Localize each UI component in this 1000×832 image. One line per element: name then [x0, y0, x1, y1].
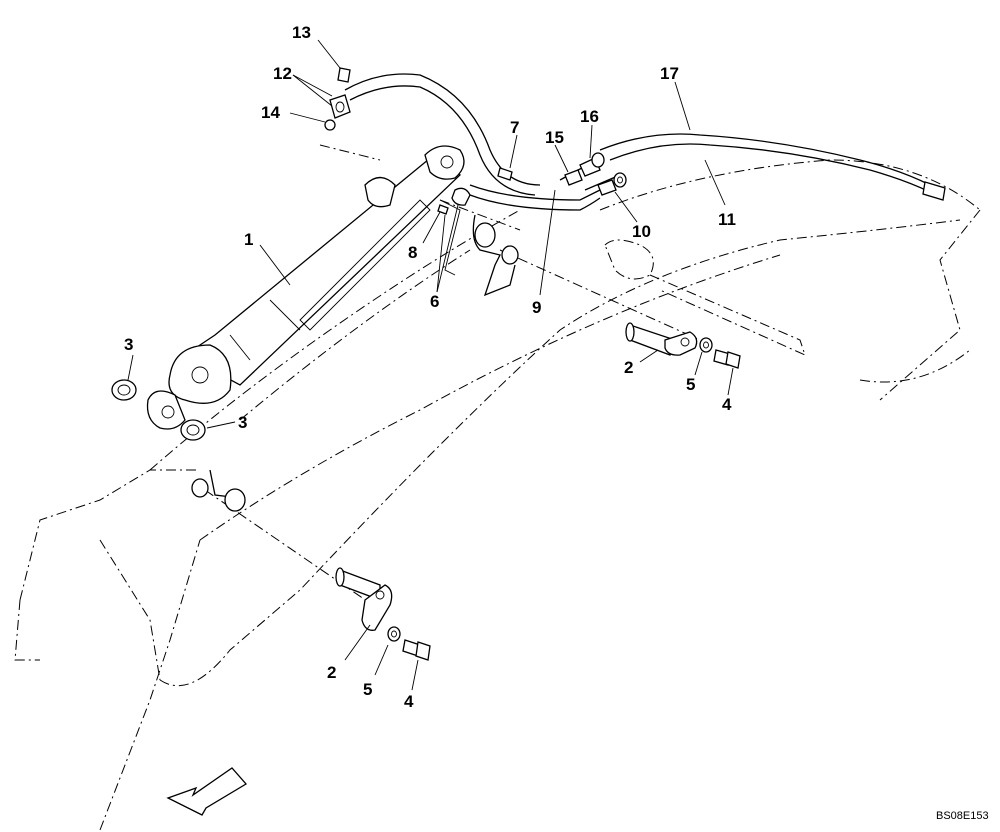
callout-9[interactable]: 9	[532, 298, 541, 317]
fitting-bolt-8[interactable]	[437, 204, 449, 215]
fitting-connector-10[interactable]	[597, 172, 627, 196]
bolt-lower[interactable]	[402, 639, 431, 661]
fitting-connector-15[interactable]	[564, 169, 583, 186]
fitting-bolt-7[interactable]	[497, 167, 513, 181]
callout-5-lower[interactable]: 5	[363, 680, 372, 699]
washer-upper[interactable]	[699, 337, 713, 353]
callout-11[interactable]: 11	[718, 210, 736, 229]
front-direction-arrow-icon	[166, 767, 248, 816]
callout-16[interactable]: 16	[580, 107, 599, 126]
callout-10[interactable]: 10	[632, 222, 651, 241]
shim-upper[interactable]	[111, 379, 137, 401]
callout-7[interactable]: 7	[510, 118, 519, 137]
drawing-code: BS08E153	[936, 810, 989, 822]
fitting-washer-14[interactable]	[324, 119, 336, 131]
boom-bracket	[191, 214, 519, 512]
shim-lower[interactable]	[180, 419, 206, 441]
bolt-upper[interactable]	[713, 349, 741, 369]
callout-1[interactable]: 1	[244, 230, 253, 249]
fitting-connector-16[interactable]	[579, 152, 605, 177]
callout-3-upper[interactable]: 3	[124, 335, 133, 354]
callout-5-upper[interactable]: 5	[686, 375, 695, 394]
fitting-clamp-12[interactable]	[329, 94, 351, 119]
callout-4-lower[interactable]: 4	[404, 692, 414, 711]
pin-lower[interactable]	[335, 567, 393, 631]
callout-12[interactable]: 12	[273, 64, 292, 83]
callouts: 1 2 2 3 3 4 4 5 5 6 7 8 9 10 11 12 13 14…	[124, 23, 736, 711]
callout-17[interactable]: 17	[660, 64, 679, 83]
fitting-bolt-13[interactable]	[337, 67, 351, 83]
callout-6[interactable]: 6	[430, 292, 439, 311]
arm-boss-outline	[604, 239, 806, 356]
callout-4-upper[interactable]: 4	[722, 395, 732, 414]
washer-lower[interactable]	[387, 626, 401, 642]
callout-8[interactable]: 8	[408, 243, 417, 262]
callout-14[interactable]: 14	[261, 103, 280, 122]
pin-center-lines	[204, 144, 701, 611]
leader-lines	[127, 39, 734, 691]
hoses	[344, 73, 946, 211]
arm-cylinder[interactable]	[146, 145, 465, 430]
callout-2-upper[interactable]: 2	[624, 358, 633, 377]
callout-3-lower[interactable]: 3	[238, 413, 247, 432]
callout-13[interactable]: 13	[292, 23, 311, 42]
fitting-clamp-6[interactable]	[439, 187, 471, 276]
callout-2-lower[interactable]: 2	[327, 663, 336, 682]
pin-upper[interactable]	[625, 322, 698, 356]
callout-15[interactable]: 15	[545, 128, 564, 147]
